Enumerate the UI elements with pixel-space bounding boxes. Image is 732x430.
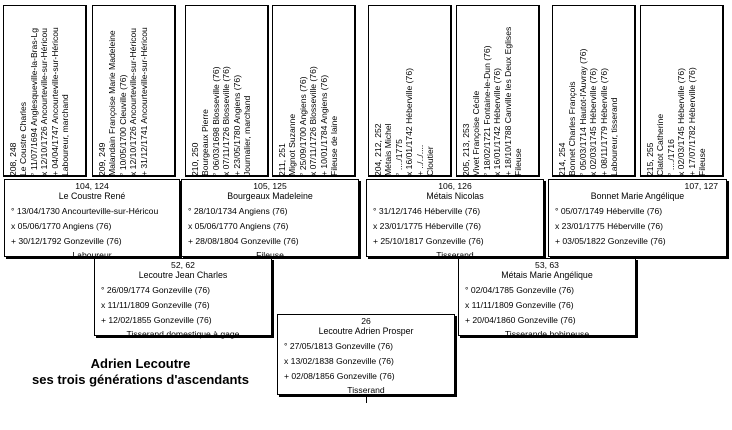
occupation: Fileuse — [256, 250, 284, 260]
person-name: Lecoutre Adrien Prosper — [318, 326, 414, 336]
birth-event: ° 13/04/1730 Ancourteville-sur-Héricou — [11, 206, 159, 216]
death-event: + 02/08/1856 Gonzeville (76) — [284, 371, 395, 381]
birth-event: ° 05/07/1749 Héberville (76) — [555, 206, 663, 216]
marriage-event: x 13/02/1838 Gonzeville (76) — [284, 356, 394, 366]
sosa-number: 52, 62 — [171, 260, 195, 270]
marriage-event: x 05/06/1770 Angiens (76) — [11, 221, 112, 231]
sosa-number: 53, 63 — [535, 260, 559, 270]
birth-event: ° 27/05/1813 Gonzeville (76) — [284, 341, 394, 351]
sosa-number: 104, 124 — [75, 181, 109, 191]
person-box-53: 53, 63 Métais Marie Angélique ° 02/04/17… — [458, 258, 636, 339]
person-box-52: 52, 62 Lecoutre Jean Charles ° 26/09/177… — [94, 258, 272, 339]
person-box-26: 26 Lecoutre Adrien Prosper ° 27/05/1813 … — [277, 314, 455, 395]
chart-title: Adrien Lecoutre ses trois générations d'… — [8, 356, 273, 388]
marriage-event: x 23/01/1775 Héberville (76) — [373, 221, 481, 231]
person-name: Bourgeaux Madeleine — [227, 191, 313, 201]
birth-event: ° 31/12/1746 Héberville (76) — [373, 206, 481, 216]
person-name: Lecoutre Jean Charles — [138, 270, 228, 280]
person-box-107: 107, 127 Bonnet Marie Angélique ° 05/07/… — [548, 179, 727, 257]
marriage-event: x 05/06/1770 Angiens (76) — [188, 221, 289, 231]
birth-event: ° 02/04/1785 Gonzeville (76) — [465, 285, 575, 295]
sosa-number: 106, 126 — [438, 181, 472, 191]
person-name: Métais Marie Angélique — [501, 270, 593, 280]
person-box-105: 105, 125 Bourgeaux Madeleine ° 28/10/173… — [181, 179, 359, 260]
occupation: Tisserand domestique à gage — [126, 329, 240, 339]
person-name: Le Coustre René — [58, 191, 126, 201]
marriage-event: x 11/11/1809 Gonzeville (76) — [101, 300, 210, 310]
death-event: + 25/10/1817 Gonzeville (76) — [373, 236, 484, 246]
chart-title-line1: Adrien Lecoutre — [90, 356, 191, 371]
occupation: Tisserand — [347, 385, 385, 395]
person-name: Métais Nicolas — [426, 191, 484, 201]
marriage-event: x 11/11/1809 Gonzeville (76) — [465, 300, 574, 310]
death-event: + 28/08/1804 Gonzeville (76) — [188, 236, 299, 246]
death-event: + 12/02/1855 Gonzeville (76) — [101, 315, 212, 325]
person-name: Bonnet Marie Angélique — [590, 191, 685, 201]
person-box-106: 106, 126 Métais Nicolas ° 31/12/1746 Héb… — [366, 179, 544, 260]
death-event: + 20/04/1860 Gonzeville (76) — [465, 315, 576, 325]
death-event: + 30/12/1792 Gonzeville (76) — [11, 236, 122, 246]
sosa-number: 26 — [361, 316, 371, 326]
birth-event: ° 28/10/1734 Angiens (76) — [188, 206, 288, 216]
occupation: Laboureur — [72, 250, 112, 260]
occupation: Tisserande bobineuse — [504, 329, 590, 339]
marriage-event: x 23/01/1775 Héberville (76) — [555, 221, 663, 231]
chart-title-line2: ses trois générations d'ascendants — [32, 372, 249, 387]
occupation: Tisserand — [436, 250, 474, 260]
person-box-104: 104, 124 Le Coustre René ° 13/04/1730 An… — [4, 179, 180, 260]
birth-event: ° 26/09/1774 Gonzeville (76) — [101, 285, 211, 295]
sosa-number: 107, 127 — [684, 181, 718, 191]
death-event: + 03/05/1822 Gonzeville (76) — [555, 236, 666, 246]
root-connector — [366, 397, 367, 403]
sosa-number: 105, 125 — [253, 181, 287, 191]
